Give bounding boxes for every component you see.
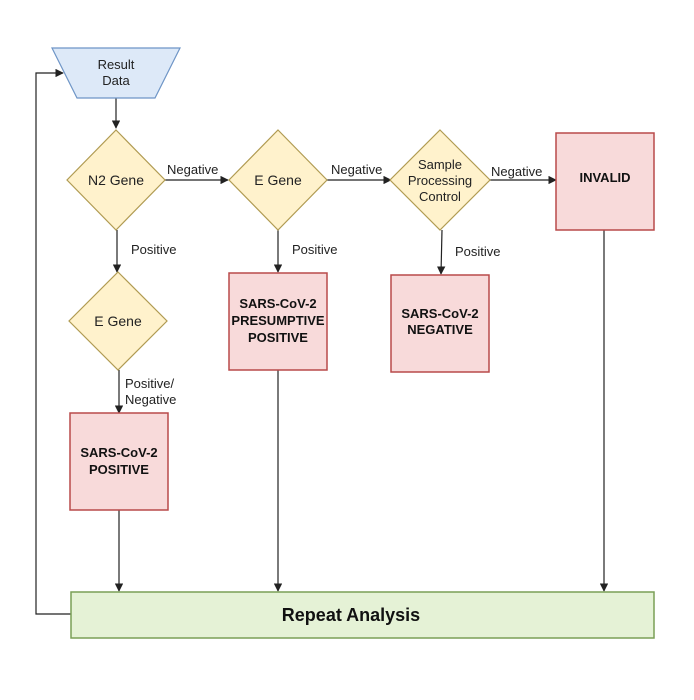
- n2-gene-label: N2 Gene: [88, 172, 144, 188]
- label-n2-positive: Positive: [131, 242, 177, 257]
- label-e2-posneg-1: Positive/: [125, 376, 175, 391]
- negative-box: [390, 274, 490, 373]
- invalid-label: INVALID: [579, 170, 630, 185]
- repeat-analysis-box: [70, 591, 655, 639]
- node-presumptive-positive: SARS-CoV-2 PRESUMPTIVE POSITIVE: [228, 272, 328, 371]
- label-e-positive: Positive: [292, 242, 338, 257]
- presumptive-label-2: PRESUMPTIVE: [231, 313, 325, 328]
- spc-label-1: Sample: [418, 157, 462, 172]
- presumptive-label-3: POSITIVE: [248, 330, 308, 345]
- label-e-negative: Negative: [331, 162, 382, 177]
- edge-spc-positive: [436, 229, 446, 275]
- node-repeat-analysis: Repeat Analysis: [70, 591, 655, 639]
- positive-label-2: POSITIVE: [89, 462, 149, 477]
- result-data-shape: [51, 47, 181, 99]
- spc-label-3: Control: [419, 189, 461, 204]
- e-gene-right-diamond: [228, 129, 328, 231]
- negative-label-1: SARS-CoV-2: [401, 306, 478, 321]
- edge-labels: Negative Negative Negative Positive Posi…: [125, 162, 542, 407]
- node-n2-gene: N2 Gene: [66, 129, 166, 231]
- edge-repeat-loop: [35, 68, 71, 615]
- positive-label-1: SARS-CoV-2: [80, 445, 157, 460]
- node-result-data: Result Data: [51, 47, 181, 99]
- spc-label-2: Processing: [408, 173, 472, 188]
- negative-label-2: NEGATIVE: [407, 322, 473, 337]
- result-data-label-2: Data: [102, 73, 130, 88]
- node-e-gene-down: E Gene: [68, 271, 168, 371]
- presumptive-box: [228, 272, 328, 371]
- node-e-gene-right: E Gene: [228, 129, 328, 231]
- label-e2-posneg-2: Negative: [125, 392, 176, 407]
- e-gene-right-label: E Gene: [254, 172, 302, 188]
- invalid-box: [555, 132, 655, 231]
- node-invalid: INVALID: [555, 132, 655, 231]
- repeat-analysis-label: Repeat Analysis: [282, 605, 420, 625]
- edges: [35, 68, 609, 615]
- e-gene-down-label: E Gene: [94, 313, 142, 329]
- label-n2-negative: Negative: [167, 162, 218, 177]
- presumptive-label-1: SARS-CoV-2: [239, 296, 316, 311]
- node-negative: SARS-CoV-2 NEGATIVE: [390, 274, 490, 373]
- result-data-label-1: Result: [98, 57, 135, 72]
- node-sample-processing-control: Sample Processing Control: [389, 129, 491, 231]
- label-spc-negative: Negative: [491, 164, 542, 179]
- spc-diamond: [389, 129, 491, 231]
- label-spc-positive: Positive: [455, 244, 501, 259]
- positive-box: [69, 412, 169, 511]
- node-positive: SARS-CoV-2 POSITIVE: [69, 412, 169, 511]
- n2-gene-diamond: [66, 129, 166, 231]
- e-gene-down-diamond: [68, 271, 168, 371]
